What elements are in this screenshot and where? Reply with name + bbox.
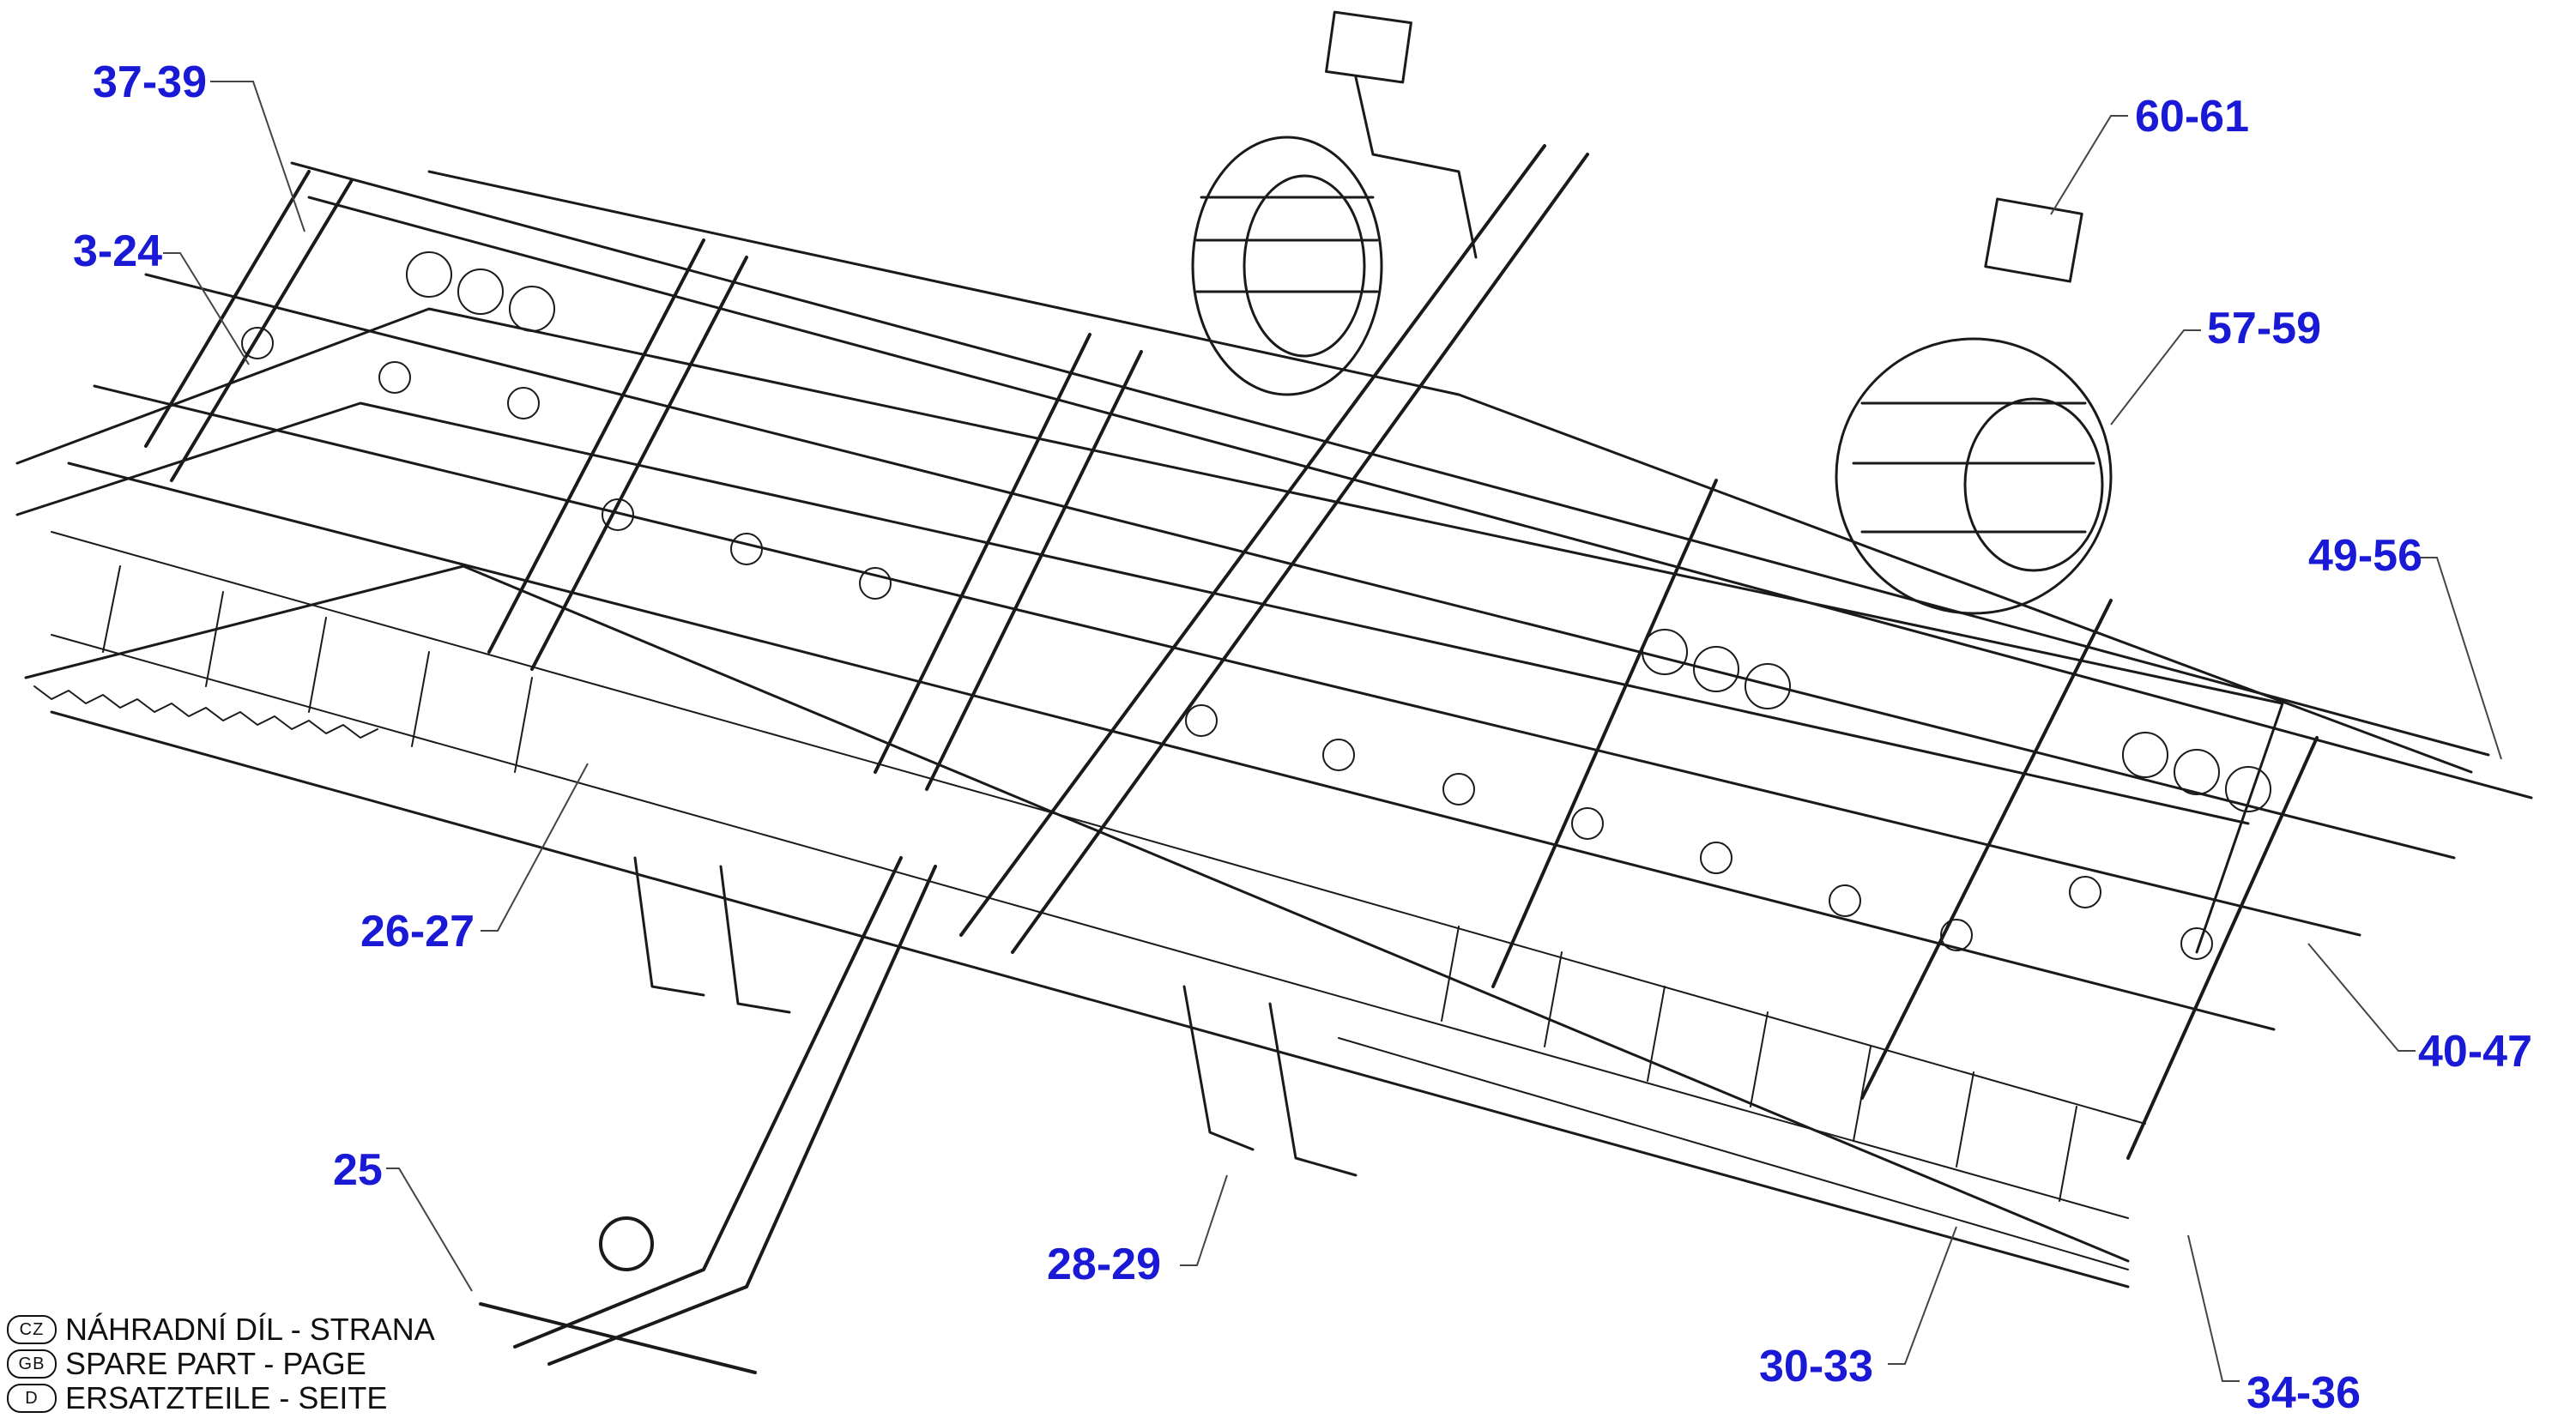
front-roller: [51, 531, 2146, 1219]
callout-30-33: 30-33: [1759, 1342, 1873, 1391]
leader-57-59: [2110, 329, 2201, 425]
mount-plate-right: [1984, 197, 2083, 283]
leader-40-47: [2307, 943, 2416, 1052]
cross-members: [144, 144, 2319, 1160]
leader-28-29: [1180, 1174, 1228, 1266]
cz-country-badge: CZ: [7, 1315, 57, 1344]
callout-25: 25: [333, 1145, 383, 1195]
leader-3-24: [163, 252, 250, 365]
leader-37-39: [210, 81, 305, 232]
legend-row-cz: CZ NÁHRADNÍ DÍL - STRANA: [7, 1312, 435, 1347]
transport-wheel-rear: [1191, 136, 1383, 396]
legend-text-cz: NÁHRADNÍ DÍL - STRANA: [65, 1312, 435, 1347]
callout-34-36: 34-36: [2246, 1368, 2361, 1418]
leader-26-27: [481, 763, 589, 932]
serrated-bar: [33, 685, 378, 739]
spare-part-legend: CZ NÁHRADNÍ DÍL - STRANA GB SPARE PART -…: [7, 1312, 435, 1415]
mount-plate-top: [1325, 10, 1412, 84]
leader-49-56: [2420, 557, 2502, 760]
callout-28-29: 28-29: [1047, 1240, 1161, 1289]
callout-40-47: 40-47: [2418, 1027, 2532, 1077]
disc-units: [241, 251, 2271, 960]
tine-shanks: [633, 856, 1358, 1177]
callout-60-61: 60-61: [2135, 92, 2249, 142]
frame-rails: [15, 161, 2533, 1288]
d-country-badge: D: [7, 1384, 57, 1413]
legend-row-gb: GB SPARE PART - PAGE: [7, 1346, 435, 1381]
gb-country-badge: GB: [7, 1349, 57, 1379]
transport-wheel-front: [1835, 337, 2113, 615]
callout-37-39: 37-39: [93, 57, 207, 107]
drawbar: [479, 856, 937, 1374]
legend-row-d: D ERSATZTEILE - SEITE: [7, 1380, 435, 1415]
legend-text-gb: SPARE PART - PAGE: [65, 1346, 366, 1381]
leader-60-61: [2050, 115, 2128, 215]
callout-26-27: 26-27: [360, 907, 475, 956]
callout-49-56: 49-56: [2308, 531, 2422, 581]
legend-text-d: ERSATZTEILE - SEITE: [65, 1380, 388, 1415]
leader-25: [386, 1168, 473, 1292]
leader-30-33: [1888, 1226, 1957, 1365]
callout-3-24: 3-24: [73, 226, 163, 276]
leader-lines: [163, 81, 2502, 1382]
leader-34-36: [2187, 1234, 2240, 1382]
callout-57-59: 57-59: [2207, 304, 2321, 353]
